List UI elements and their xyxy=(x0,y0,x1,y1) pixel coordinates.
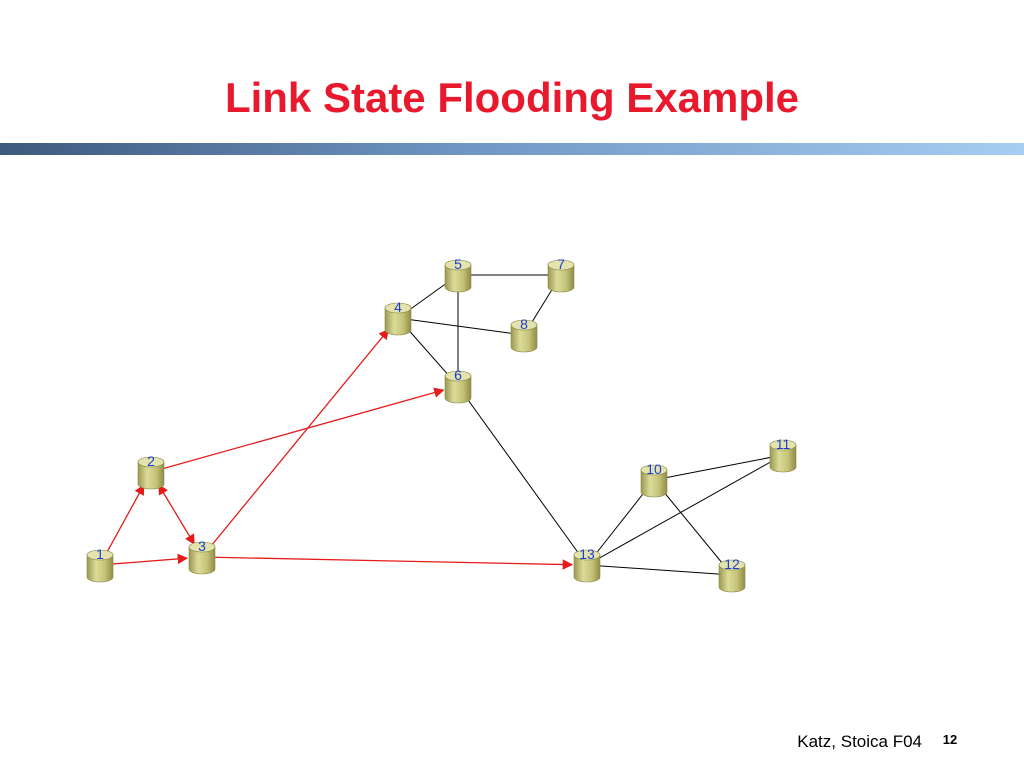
router-top-icon xyxy=(547,259,575,271)
router-top-icon xyxy=(86,549,114,561)
router-node-6: 6 xyxy=(444,367,472,404)
page-number: 12 xyxy=(942,732,958,747)
router-node-10: 10 xyxy=(640,461,668,498)
link-10-11 xyxy=(653,454,784,481)
router-cylinder-icon xyxy=(573,554,601,583)
flood-arrow-3-13 xyxy=(207,556,574,570)
router-node-1: 1 xyxy=(86,546,114,583)
router-cylinder-icon xyxy=(384,307,412,336)
slide-title: Link State Flooding Example xyxy=(224,74,800,121)
router-label-6: 6 xyxy=(454,367,462,383)
router-top-icon xyxy=(718,559,746,571)
link-10-12 xyxy=(653,479,733,576)
footer-author: Katz, Stoica F04 xyxy=(797,732,922,751)
router-top-icon xyxy=(769,439,797,451)
router-label-3: 3 xyxy=(198,538,206,554)
router-cylinder-icon xyxy=(769,444,797,473)
router-cylinder-icon xyxy=(188,546,216,575)
router-cylinder-icon xyxy=(444,375,472,404)
router-node-5: 5 xyxy=(444,256,472,293)
link-11-13 xyxy=(586,454,784,566)
router-node-7: 7 xyxy=(547,256,575,293)
router-node-12: 12 xyxy=(718,556,746,593)
router-top-icon xyxy=(384,302,412,314)
router-label-10: 10 xyxy=(646,461,662,477)
router-top-icon xyxy=(444,259,472,271)
router-top-icon xyxy=(137,456,165,468)
flood-arrow-3-4 xyxy=(205,328,390,553)
title-divider-bar xyxy=(0,143,1024,155)
router-label-2: 2 xyxy=(147,453,155,469)
links-layer xyxy=(397,274,784,576)
flood-arrow-2-6 xyxy=(156,387,445,472)
router-label-11: 11 xyxy=(776,436,791,452)
router-label-1: 1 xyxy=(96,546,104,562)
router-label-5: 5 xyxy=(454,256,462,272)
router-top-icon xyxy=(640,464,668,476)
flood-messages-layer xyxy=(102,328,574,570)
router-node-4: 4 xyxy=(384,299,412,336)
router-top-icon xyxy=(573,549,601,561)
router-label-7: 7 xyxy=(557,256,565,272)
flood-arrow-1-2 xyxy=(102,484,145,561)
router-node-3: 3 xyxy=(188,538,216,575)
router-node-8: 8 xyxy=(510,316,538,353)
router-top-icon xyxy=(510,319,538,331)
router-label-4: 4 xyxy=(394,299,402,315)
flood-arrow-2-3 xyxy=(158,483,195,546)
router-cylinder-icon xyxy=(510,324,538,353)
router-top-icon xyxy=(188,541,216,553)
router-node-2: 2 xyxy=(137,453,165,490)
router-cylinder-icon xyxy=(640,469,668,498)
router-label-12: 12 xyxy=(724,556,740,572)
link-4-8 xyxy=(397,317,525,336)
router-label-8: 8 xyxy=(520,316,528,332)
router-cylinder-icon xyxy=(547,264,575,293)
link-13-12 xyxy=(586,564,733,576)
router-top-icon xyxy=(444,370,472,382)
router-cylinder-icon xyxy=(444,264,472,293)
router-cylinder-icon xyxy=(718,564,746,593)
link-6-13 xyxy=(457,385,588,566)
router-node-13: 13 xyxy=(573,546,601,583)
flood-arrow-1-3 xyxy=(105,553,189,566)
router-cylinder-icon xyxy=(86,554,114,583)
router-label-13: 13 xyxy=(579,546,595,562)
router-cylinder-icon xyxy=(137,461,165,490)
router-node-11: 11 xyxy=(769,436,797,473)
